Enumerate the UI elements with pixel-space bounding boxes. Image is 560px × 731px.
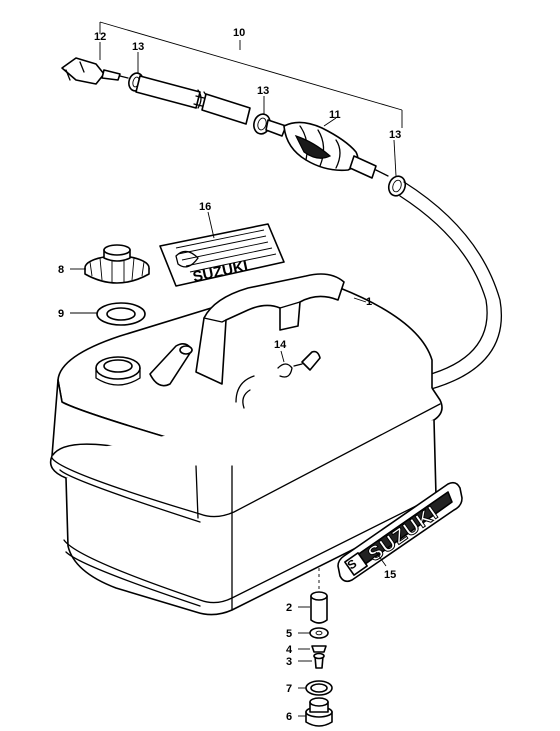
- callout-13-left: 13: [132, 41, 144, 53]
- callout-9: 9: [58, 308, 64, 320]
- caution-label-plate: SUZUKI: [159, 223, 285, 287]
- callout-14: 14: [274, 339, 287, 351]
- fuel-hose-segment-left: [135, 75, 205, 109]
- drain-assembly: [305, 568, 333, 727]
- callout-15: 15: [384, 569, 396, 581]
- callout-12: 12: [94, 31, 106, 43]
- filler-cap-part: [84, 244, 150, 284]
- callout-5: 5: [286, 628, 292, 640]
- hose-clamp-middle: [253, 113, 287, 137]
- callout-13-middle: 13: [257, 85, 269, 97]
- fuel-connector-part: [61, 57, 129, 85]
- callout-13-right: 13: [389, 129, 401, 141]
- hose-clip-part: [277, 350, 321, 378]
- filler-cap-gasket: [96, 302, 146, 326]
- primer-bulb-part: [283, 121, 389, 179]
- hose-clamp-right: [387, 175, 407, 197]
- callout-11: 11: [329, 109, 341, 121]
- hose-break-left: [197, 89, 202, 109]
- callout-6: 6: [286, 711, 292, 723]
- callout-1: 1: [366, 296, 372, 308]
- fuel-line-assembly-bracket: [99, 21, 403, 128]
- leader-lines: [70, 40, 397, 717]
- callout-10: 10: [233, 27, 245, 39]
- callout-4: 4: [286, 644, 293, 656]
- callout-3: 3: [286, 656, 292, 668]
- fuel-hose-segment-middle: [201, 93, 251, 125]
- fuel-tank-body: [49, 273, 443, 616]
- callout-2: 2: [286, 602, 292, 614]
- callout-8: 8: [58, 264, 64, 276]
- callout-16: 16: [199, 201, 211, 213]
- callout-7: 7: [286, 683, 292, 695]
- callout-labels: 10 12 13 13 11 13 16 8 9 1 14 15 2 5 4 3…: [58, 27, 401, 723]
